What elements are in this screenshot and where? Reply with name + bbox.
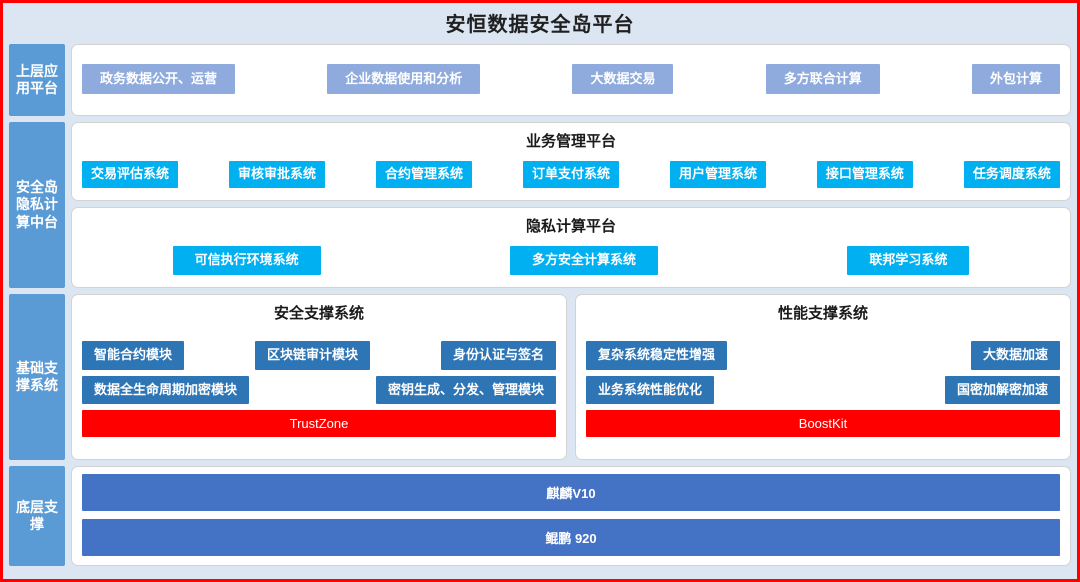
business-chip-contract-mgmt[interactable]: 合约管理系统 [375, 161, 472, 188]
business-chip-trade-eval[interactable]: 交易评估系统 [82, 161, 179, 188]
performance-support-row-1: 复杂系统稳定性增强 大数据加速 [586, 341, 1060, 370]
app-chip-outsourced-compute[interactable]: 外包计算 [971, 63, 1060, 95]
layer-application-platform: 上层应用平台 政务数据公开、运营 企业数据使用和分析 大数据交易 多方联合计算 … [9, 44, 1071, 116]
performance-chip-bigdata-accel[interactable]: 大数据加速 [970, 341, 1060, 370]
security-chip-smart-contract[interactable]: 智能合约模块 [82, 341, 185, 370]
security-support-row-1: 智能合约模块 区块链审计模块 身份认证与签名 [82, 341, 556, 370]
bottom-bar-kylin-v10[interactable]: 麒麟V10 [82, 474, 1060, 511]
sidebar-item-bottom-support[interactable]: 底层支撑 [9, 466, 65, 566]
application-platform-stack: 政务数据公开、运营 企业数据使用和分析 大数据交易 多方联合计算 外包计算 [71, 44, 1071, 116]
sidebar-item-privacy-middle-platform[interactable]: 安全岛隐私计算中台 [9, 122, 65, 288]
performance-support-panel: 性能支撑系统 复杂系统稳定性增强 大数据加速 业务系统性能优化 国密加解密加速 … [575, 294, 1071, 460]
privacy-chip-tee[interactable]: 可信执行环境系统 [172, 246, 321, 275]
security-chip-identity-signature[interactable]: 身份认证与签名 [440, 341, 556, 370]
performance-chip-sm-crypto-accel[interactable]: 国密加解密加速 [944, 375, 1060, 404]
privacy-platform-title: 隐私计算平台 [525, 218, 616, 235]
security-chip-blockchain-audit[interactable]: 区块链审计模块 [254, 341, 370, 370]
security-support-panel: 安全支撑系统 智能合约模块 区块链审计模块 身份认证与签名 数据全生命周期加密模… [71, 294, 567, 460]
app-chip-bigdata-trade[interactable]: 大数据交易 [572, 63, 674, 95]
bottom-support-panel: 麒麟V10 鲲鹏 920 [71, 466, 1071, 566]
security-support-row-2: 数据全生命周期加密模块 密钥生成、分发、管理模块 [82, 375, 556, 404]
privacy-chip-federated-learning[interactable]: 联邦学习系统 [847, 246, 970, 275]
privacy-middle-stack: 业务管理平台 交易评估系统 审核审批系统 合约管理系统 订单支付系统 用户管理系… [71, 122, 1071, 288]
bottom-support-stack: 麒麟V10 鲲鹏 920 [71, 466, 1071, 566]
privacy-chip-row: 可信执行环境系统 多方安全计算系统 联邦学习系统 [82, 246, 1060, 275]
layer-privacy-middle-platform: 安全岛隐私计算中台 业务管理平台 交易评估系统 审核审批系统 合约管理系统 订单… [9, 122, 1071, 288]
application-platform-body: 政务数据公开、运营 企业数据使用和分析 大数据交易 多方联合计算 外包计算 [82, 49, 1060, 109]
business-platform-panel: 业务管理平台 交易评估系统 审核审批系统 合约管理系统 订单支付系统 用户管理系… [71, 122, 1071, 201]
business-chip-task-schedule[interactable]: 任务调度系统 [963, 161, 1060, 188]
app-chip-gov-data[interactable]: 政务数据公开、运营 [82, 63, 236, 95]
app-chip-enterprise-data[interactable]: 企业数据使用和分析 [327, 63, 481, 95]
privacy-chip-mpc[interactable]: 多方安全计算系统 [509, 246, 658, 275]
performance-chip-system-stability[interactable]: 复杂系统稳定性增强 [586, 341, 728, 370]
architecture-diagram: 安恒数据安全岛平台 上层应用平台 政务数据公开、运营 企业数据使用和分析 大数据… [3, 3, 1077, 579]
layer-base-support: 基础支撑系统 安全支撑系统 智能合约模块 区块链审计模块 身份认证与签名 数据全… [9, 294, 1071, 460]
performance-chip-business-optimization[interactable]: 业务系统性能优化 [586, 375, 715, 404]
security-support-title: 安全支撑系统 [273, 305, 364, 322]
layer-bottom-support: 底层支撑 麒麟V10 鲲鹏 920 [9, 466, 1071, 566]
business-chip-api-mgmt[interactable]: 接口管理系统 [816, 161, 913, 188]
performance-highlight-boostkit[interactable]: BoostKit [586, 409, 1060, 437]
bottom-bar-stack: 麒麟V10 鲲鹏 920 [82, 471, 1060, 559]
performance-support-row-2: 业务系统性能优化 国密加解密加速 [586, 375, 1060, 404]
privacy-platform-panel: 隐私计算平台 可信执行环境系统 多方安全计算系统 联邦学习系统 [71, 207, 1071, 288]
business-platform-title: 业务管理平台 [525, 133, 616, 150]
layer-stack: 上层应用平台 政务数据公开、运营 企业数据使用和分析 大数据交易 多方联合计算 … [9, 44, 1071, 575]
security-support-body: 智能合约模块 区块链审计模块 身份认证与签名 数据全生命周期加密模块 密钥生成、… [82, 327, 556, 451]
privacy-platform-body: 可信执行环境系统 多方安全计算系统 联邦学习系统 [82, 240, 1060, 281]
business-chip-review-approval[interactable]: 审核审批系统 [228, 161, 325, 188]
bottom-bar-kunpeng-920[interactable]: 鲲鹏 920 [82, 519, 1060, 556]
business-chip-row: 交易评估系统 审核审批系统 合约管理系统 订单支付系统 用户管理系统 接口管理系… [82, 161, 1060, 188]
app-chip-multiparty-compute[interactable]: 多方联合计算 [765, 63, 880, 95]
business-chip-user-mgmt[interactable]: 用户管理系统 [669, 161, 766, 188]
performance-support-title: 性能支撑系统 [777, 305, 868, 322]
security-chip-lifecycle-encryption[interactable]: 数据全生命周期加密模块 [82, 375, 250, 404]
page-title: 安恒数据安全岛平台 [445, 14, 635, 36]
business-platform-body: 交易评估系统 审核审批系统 合约管理系统 订单支付系统 用户管理系统 接口管理系… [82, 155, 1060, 194]
sidebar-item-application-platform[interactable]: 上层应用平台 [9, 44, 65, 116]
base-support-columns: 安全支撑系统 智能合约模块 区块链审计模块 身份认证与签名 数据全生命周期加密模… [71, 294, 1071, 460]
sidebar-item-base-support[interactable]: 基础支撑系统 [9, 294, 65, 460]
security-chip-key-management[interactable]: 密钥生成、分发、管理模块 [375, 375, 556, 404]
performance-support-body: 复杂系统稳定性增强 大数据加速 业务系统性能优化 国密加解密加速 BoostKi… [586, 327, 1060, 451]
business-chip-order-payment[interactable]: 订单支付系统 [522, 161, 619, 188]
application-chip-row: 政务数据公开、运营 企业数据使用和分析 大数据交易 多方联合计算 外包计算 [82, 63, 1060, 95]
security-highlight-trustzone[interactable]: TrustZone [82, 409, 556, 437]
application-platform-panel: 政务数据公开、运营 企业数据使用和分析 大数据交易 多方联合计算 外包计算 [71, 44, 1071, 116]
